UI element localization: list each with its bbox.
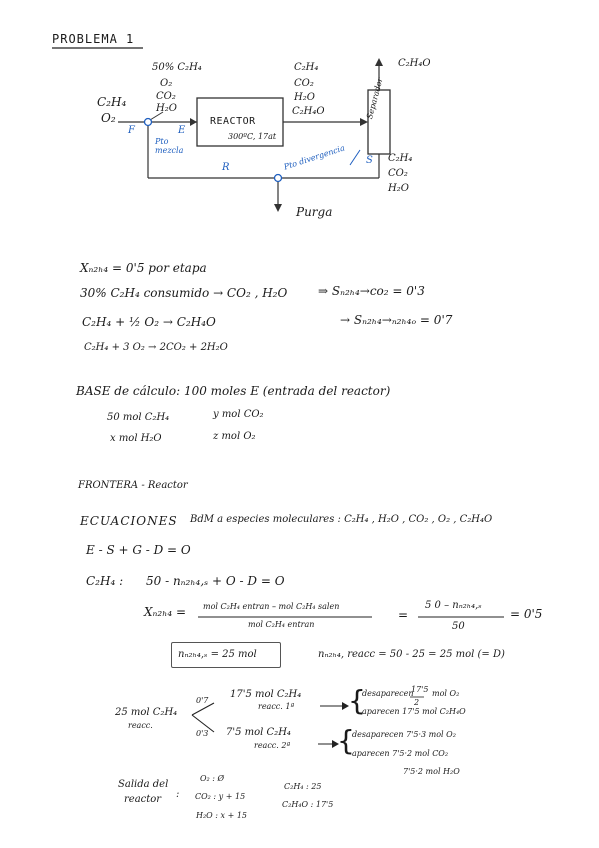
result-box (171, 642, 281, 668)
product-arrow (375, 58, 383, 66)
reacted-c2h4: nₙ₂ₕ₄, reacc = 50 - 25 = 25 mol (= D) (318, 649, 505, 660)
inlet-label-1: C₂H₄ (97, 95, 127, 109)
frac1-numerator: mol C₂H₄ entran – mol C₂H₄ salen (203, 602, 340, 611)
purge-arrow (274, 204, 282, 212)
d1-frac-den: 2 (414, 698, 420, 707)
split-line-upper (191, 702, 215, 716)
d2-disappear: desaparecen 7'5·3 mol O₂ (352, 730, 456, 739)
reactor-label: REACTOR (210, 116, 256, 127)
reaction-1: C₂H₄ + ½ O₂ → C₂H₄O (82, 315, 216, 329)
conversion-line: Xₙ₂ₕ₄ = 0'5 por etapa (80, 261, 207, 275)
branch-1-amount: 17'5 mol C₂H₄ (230, 689, 302, 700)
stream-s-label: S (366, 155, 373, 166)
output-co2: CO₂ : y + 15 (195, 792, 246, 801)
output-c2h4o: C₂H₄O : 17'5 (282, 800, 334, 809)
recycle-label-3: H₂O (388, 183, 409, 194)
output-h2o: H₂O : x + 15 (196, 811, 248, 820)
split-fraction-1: 0'7 (196, 696, 209, 705)
split-total-sub: reacc. (128, 721, 153, 730)
d1-o2: mol O₂ (432, 689, 460, 698)
base-item-4: z mol O₂ (213, 431, 256, 442)
equations-title: ECUACIONES (80, 514, 178, 528)
branch-1-sub: reacc. 1ª (258, 702, 295, 711)
stream-e-label: E (178, 125, 186, 136)
branch-2-sub: reacc. 2ª (254, 741, 291, 750)
conversion-result: = 0'5 (510, 607, 543, 621)
output-o2: O₂ : Ø (200, 774, 225, 783)
base-item-1: 50 mol C₂H₄ (107, 412, 170, 423)
recycle-label-2: CO₂ (388, 168, 408, 179)
purge-label: Purga (296, 205, 333, 219)
recycle-label-1: C₂H₄ (388, 153, 413, 164)
frontier-title: FRONTERA - Reactor (78, 480, 188, 491)
frac1-denominator: mol C₂H₄ entran (248, 620, 315, 629)
c2h4-balance-label: C₂H₄ : (86, 574, 124, 588)
output-title-1: Salida del (118, 779, 169, 790)
branch-2-amount: 7'5 mol C₂H₄ (226, 727, 291, 738)
brace-1: { (348, 684, 366, 717)
product-label: C₂H₄O (398, 58, 431, 69)
feed-pointer (149, 111, 164, 121)
outlet-label-3: H₂O (294, 92, 315, 103)
split-total: 25 mol C₂H₄ (115, 707, 178, 718)
stream-f-label: F (128, 125, 135, 136)
feed-top-2: O₂ (160, 78, 173, 89)
outlet-label-1: C₂H₄ (294, 62, 319, 73)
inlet-label-2: O₂ (101, 111, 116, 125)
output-colon: : (176, 789, 180, 800)
feed-top-3: CO₂ (156, 91, 176, 102)
outlet-label-4: C₂H₄O (292, 106, 325, 117)
split-pointer (349, 149, 361, 166)
outlet-label-2: CO₂ (294, 78, 314, 89)
selectivity-c2h4o: → Sₙ₂ₕ₄→ₙ₂ₕ₄ₒ = 0'7 (340, 313, 453, 327)
arrowhead-1 (342, 702, 349, 710)
consumed-line: 30% C₂H₄ consumido → CO₂ , H₂O (80, 286, 288, 300)
feed-top-1: 50% C₂H₄ (152, 62, 202, 73)
brace-2: { (337, 724, 355, 757)
d1-appear: aparecen 17'5 mol C₂H₄O (362, 707, 466, 716)
d2-h2o: 7'5·2 mol H₂O (403, 767, 460, 776)
split-fraction-2: 0'3 (196, 729, 209, 738)
reaction-2: C₂H₄ + 3 O₂ → 2CO₂ + 2H₂O (84, 342, 228, 353)
frac2-numerator: 5 0 – nₙ₂ₕ₄,ₛ (425, 600, 482, 611)
frac2-denominator: 50 (452, 621, 465, 632)
mix-point-label: Pto mezcla (155, 137, 184, 155)
d2-appear: aparecen 7'5·2 mol CO₂ (352, 749, 449, 758)
base-line: BASE de cálculo: 100 moles E (entrada de… (76, 384, 391, 398)
arrowhead-2 (332, 740, 339, 748)
boxed-result: nₙ₂ₕ₄,ₛ = 25 mol (178, 649, 257, 660)
reactor-conditions: 300ºC, 17at (228, 132, 277, 141)
stream-r-label: R (222, 162, 230, 173)
d1-disappear: desaparecen (362, 689, 414, 698)
output-c2h4: C₂H₄ : 25 (284, 782, 322, 791)
equations-desc: BdM a especies moleculares : C₂H₄ , H₂O … (190, 514, 493, 525)
base-item-3: x mol H₂O (110, 433, 162, 444)
page-title: PROBLEMA 1 (52, 32, 135, 46)
equals-sign: = (398, 608, 409, 622)
base-item-2: y mol CO₂ (213, 409, 264, 420)
selectivity-co2: ⇒ Sₙ₂ₕ₄→co₂ = 0'3 (318, 284, 425, 298)
general-balance: E - S + G - D = O (86, 543, 191, 557)
d1-frac-num: 17'5 (411, 685, 429, 694)
separator-inlet-arrow (360, 118, 368, 126)
c2h4-balance-eq: 50 - nₙ₂ₕ₄,ₛ + O - D = O (146, 574, 285, 588)
split-point-circle (273, 173, 283, 183)
split-line-lower (191, 714, 215, 733)
reactor-inlet-arrow (190, 118, 197, 126)
feed-top-4: H₂O (156, 103, 177, 114)
mix-point-circle (143, 117, 153, 127)
conversion-lhs: Xₙ₂ₕ₄ = (144, 605, 187, 619)
output-title-2: reactor (124, 794, 162, 805)
